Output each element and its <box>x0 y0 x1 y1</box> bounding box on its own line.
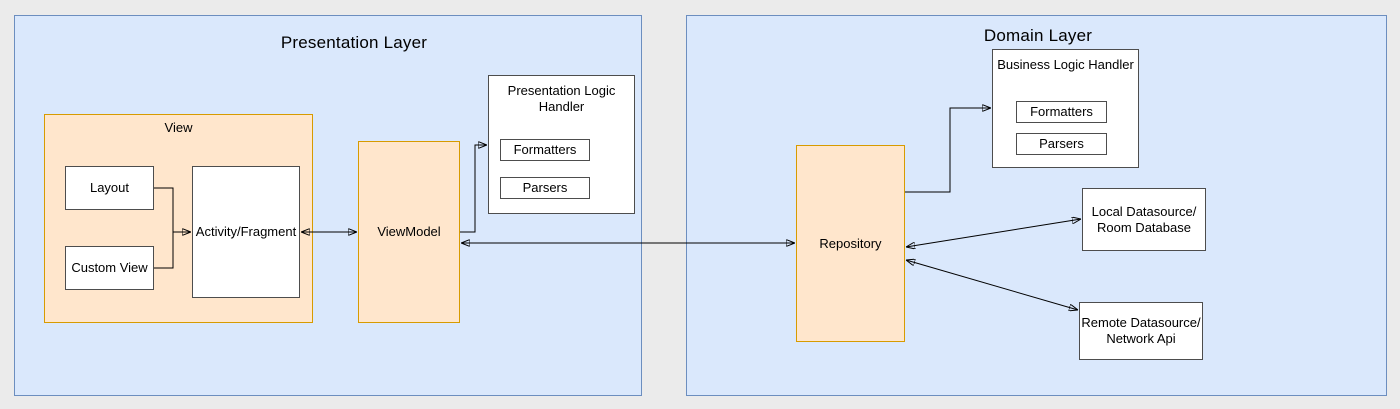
presentation-logic-handler-title: Presentation Logic Handler <box>508 83 616 115</box>
custom-view-node-label: Custom View <box>71 260 148 275</box>
view-group-label: View <box>164 120 193 135</box>
blh-formatters-label: Formatters <box>1030 104 1093 119</box>
plh-parsers-label: Parsers <box>522 180 568 195</box>
presentation-logic-handler-title-line2: Handler <box>538 99 585 114</box>
blh-parsers-node: Parsers <box>1016 133 1107 155</box>
local-datasource-node: Local Datasource/ Room Database <box>1082 188 1206 251</box>
local-datasource-line1: Local Datasource/ <box>1091 203 1197 219</box>
blh-formatters-node: Formatters <box>1016 101 1107 123</box>
plh-parsers-node: Parsers <box>500 177 590 199</box>
repository-node-label: Repository <box>819 235 882 251</box>
plh-formatters-label: Formatters <box>513 142 577 157</box>
viewmodel-node-label: ViewModel <box>377 224 441 239</box>
layout-node: Layout <box>65 166 154 210</box>
remote-datasource-line1: Remote Datasource/ <box>1081 315 1201 330</box>
custom-view-node: Custom View <box>65 246 154 290</box>
domain-layer-title: Domain Layer <box>983 26 1093 45</box>
viewmodel-node: ViewModel <box>358 141 460 323</box>
presentation-logic-handler-title-line1: Presentation Logic <box>507 83 616 98</box>
remote-datasource-node: Remote Datasource/ Network Api <box>1079 302 1203 360</box>
activity-fragment-node-label: Activity/Fragment <box>195 224 297 239</box>
local-datasource-line2: Room Database <box>1097 219 1191 235</box>
remote-datasource-line2: Network Api <box>1106 331 1176 346</box>
plh-formatters-node: Formatters <box>500 139 590 161</box>
blh-parsers-label: Parsers <box>1039 136 1084 151</box>
layout-node-label: Layout <box>89 180 130 195</box>
business-logic-handler-title: Business Logic Handler <box>997 57 1134 72</box>
activity-fragment-node: Activity/Fragment <box>192 166 300 298</box>
repository-node: Repository <box>796 145 905 342</box>
presentation-layer-title: Presentation Layer <box>280 33 428 52</box>
